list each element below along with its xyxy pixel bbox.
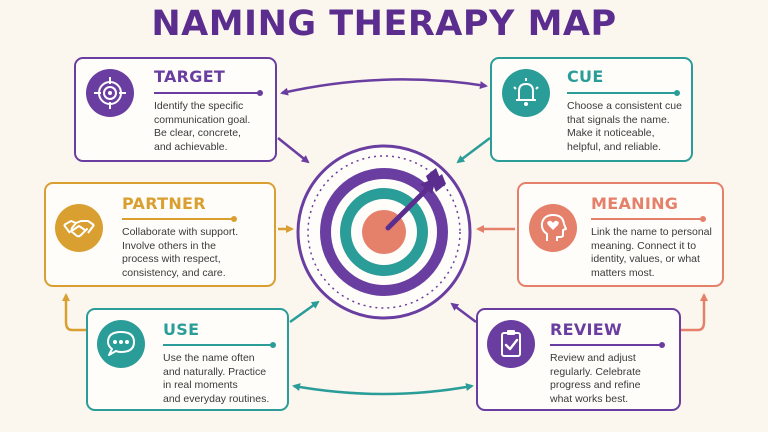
card-meaning: MEANING Link the name to personal meanin… <box>517 182 724 287</box>
arrow-target-cue <box>280 78 488 96</box>
head-heart-icon <box>529 204 577 252</box>
arrow-target-center <box>277 137 310 164</box>
arrow-review-center <box>450 302 477 323</box>
clipboard-check-icon <box>487 320 535 368</box>
card-description: Link the name to personal meaning. Conne… <box>591 226 712 279</box>
card-review: REVIEW Review and adjust regularly. Cele… <box>476 308 681 411</box>
arrow-cue-center <box>456 137 491 164</box>
heading-rule <box>550 342 665 348</box>
heading-rule <box>163 342 276 348</box>
card-heading: MEANING <box>591 194 679 213</box>
target-with-arrow-icon <box>296 144 472 320</box>
heading-rule <box>122 216 237 222</box>
arrow-review-meaning <box>681 293 708 332</box>
card-target: TARGET Identify the specific communicati… <box>74 57 277 162</box>
card-cue: CUE Choose a consistent cue that signals… <box>490 57 693 162</box>
heading-rule <box>154 90 263 96</box>
card-description: Use the name often and naturally. Practi… <box>163 352 270 405</box>
card-heading: PARTNER <box>122 194 206 213</box>
card-use: USE Use the name often and naturally. Pr… <box>86 308 289 411</box>
card-description: Collaborate with support. Involve others… <box>122 226 239 279</box>
arrow-use-center <box>289 300 320 324</box>
handshake-icon <box>55 204 103 252</box>
card-description: Choose a consistent cue that signals the… <box>567 100 682 153</box>
speech-bubble-icon <box>97 320 145 368</box>
card-heading: CUE <box>567 67 604 86</box>
arrow-use-review <box>292 383 474 396</box>
card-heading: TARGET <box>154 67 226 86</box>
bell-icon <box>502 69 550 117</box>
arrow-use-partner <box>62 293 86 332</box>
heading-rule <box>591 216 706 222</box>
card-heading: USE <box>163 320 200 339</box>
card-description: Identify the specific communication goal… <box>154 100 251 153</box>
card-heading: REVIEW <box>550 320 622 339</box>
heading-rule <box>567 90 680 96</box>
crosshair-icon <box>86 69 134 117</box>
card-partner: PARTNER Collaborate with support. Involv… <box>44 182 276 287</box>
page-title: NAMING THERAPY MAP <box>151 4 617 44</box>
card-description: Review and adjust regularly. Celebrate p… <box>550 352 641 405</box>
